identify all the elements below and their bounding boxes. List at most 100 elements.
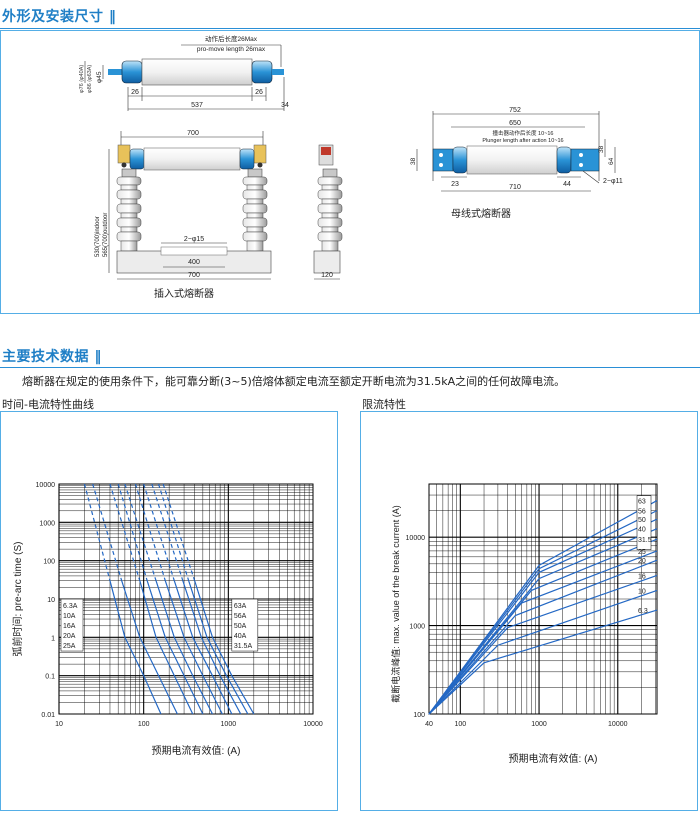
series-line-25 [428,550,658,715]
dim-plugin-700-bottom: 700 [188,272,200,279]
busbar-caption: 母线式熔断器 [451,207,511,220]
section-title-dimensions: 外形及安装尺寸 ‖ [2,9,117,25]
plugin-fuse-drawing: 700 [95,130,343,300]
legend-label: 16 [638,573,646,580]
y-axis-label: 截断电流峰值: max. value of the break current … [390,505,401,703]
series-line-50A [182,580,242,715]
dim-busbar-plunger1: 撞击器动作后长度 10~16 [493,129,554,137]
legend-label-left: 20A [63,633,76,640]
legend-label: 63 [638,499,646,506]
series-line-6.3 [428,609,658,715]
legend-label: 20 [638,558,646,565]
x-tick-label: 1000 [221,721,237,728]
series-line-16 [428,574,658,715]
dim-fuse-top2: pro-move length 26max [197,46,266,53]
dim-plugin-height2: 565(700)outdoor [103,213,109,257]
y-tick-label: 10000 [406,535,426,542]
dim-plugin-400: 400 [188,259,200,266]
dim-plugin-120: 120 [321,272,333,279]
dim-busbar-710: 710 [509,184,521,191]
dim-busbar-holes: 2−φ11 [603,178,623,185]
plugin-caption: 插入式熔断器 [154,287,214,300]
y-tick-label: 1000 [39,520,55,527]
series-dashed-10A [92,483,123,581]
x-axis-label: 预期电流有效值: (A) [152,744,241,757]
series-line-6.3A [109,580,162,715]
x-tick-label: 100 [454,721,466,728]
dim-plugin-holes: 2−φ15 [184,236,204,243]
dim-fuse-537: 537 [191,102,203,109]
current-limiting-chart: 40 100 1000 10000 100 1000 10000 预期电流有效值: (A) 截断… [390,483,658,765]
fuse-drawing: 动作后长度26Max pro-move length 26max φ76 (φ4… [79,34,289,111]
dim-fuse-left2: φ86 (φ63A) [87,65,93,93]
dim-busbar-38b: 38 [598,145,605,153]
limiting-chart-panel: 40 100 1000 10000 100 1000 10000 预期电流有效值: (A) 截断… [360,411,698,811]
legend-label-left: 16A [63,623,76,630]
x-tick-label: 10000 [608,721,628,728]
x-tick-label: 10 [55,721,63,728]
dim-busbar-38a: 38 [410,157,417,165]
y-tick-label: 0.1 [45,674,55,681]
legend-label-right: 50A [234,623,247,630]
series-dashed-63A [162,483,196,581]
legend-box [636,495,652,550]
series-dashed-20A [117,483,148,581]
series-line-56 [428,510,658,715]
x-tick-label: 1000 [531,721,547,728]
busbar-fuse-drawing: 752 650 撞击器动作后长度 10~16 Plunger length af… [410,107,623,220]
chart-title-tcc: 时间-电流特性曲线 [2,398,94,411]
y-tick-label: 1000 [409,624,425,631]
series-dashed-56A [158,483,190,581]
dim-busbar-plunger2: Plunger length after action 10~16 [482,138,563,144]
x-axis-label: 预期电流有效值: (A) [509,752,598,765]
series-line-10 [428,589,658,715]
dim-busbar-650: 650 [509,120,521,127]
chart-title-limiting: 限流特性 [362,398,406,411]
legend-label: 6.3 [638,608,648,615]
series-dashed-40A [143,483,175,581]
series-dashed-16A [109,483,141,581]
dim-busbar-44: 44 [563,181,571,188]
legend-label-left: 25A [63,643,76,650]
series-dashed-50A [151,483,184,581]
series-line-16A [139,580,194,715]
legend-label: 40 [638,527,646,534]
series-dashed-25A [124,483,157,581]
legend-label-right: 40A [234,633,247,640]
dim-busbar-23: 23 [451,181,459,188]
dim-plugin-height1: 530(700)indoor [95,216,101,257]
legend-label: 50 [638,517,646,524]
series-line-50 [428,518,658,715]
series-line-31.5A [164,580,223,715]
series-line-56A [188,580,249,715]
legend-label: 31.5 [638,537,652,544]
dim-fuse-34: 34 [281,102,289,109]
legend-label-right: 56A [234,613,247,620]
legend-box-right [231,598,259,652]
dim-plugin-700-top: 700 [187,130,199,137]
x-tick-label: 10000 [303,721,323,728]
y-axis-label: 弧前时间: pre-arc time (S) [11,541,24,656]
legend-label: 56 [638,509,646,516]
series-dashed-6.3A [83,483,111,581]
section-rule [0,367,700,368]
y-tick-label: 1 [51,635,55,642]
legend-label-right: 63A [234,603,247,610]
y-tick-label: 10 [47,597,55,604]
legend-label: 25 [638,549,646,556]
legend-box-left [60,598,84,652]
series-dashed-31.5A [134,483,166,581]
series-line-63 [428,500,658,715]
legend-label-left: 10A [63,613,76,620]
legend-label-left: 6.3A [63,603,78,610]
series-line-63A [194,580,255,715]
legend-label: 10 [638,588,646,595]
dim-fuse-26a: 26 [131,89,139,96]
dim-fuse-left1: φ76 (φ40A) [79,65,85,93]
y-tick-label: 100 [413,712,425,719]
dimensions-panel: 动作后长度26Max pro-move length 26max φ76 (φ4… [0,30,700,314]
series-line-40A [173,580,233,715]
dim-fuse-26b: 26 [255,89,263,96]
